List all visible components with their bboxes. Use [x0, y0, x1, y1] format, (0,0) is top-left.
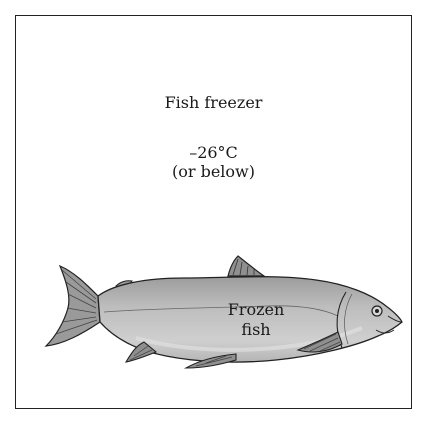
fish-illustration	[16, 16, 413, 410]
fish-label-line1: Frozen	[206, 300, 306, 320]
freezer-diagram-frame: Fish freezer –26°C (or below)	[15, 15, 412, 409]
dorsal-fin	[228, 256, 264, 276]
tail-fin	[46, 266, 100, 346]
fish-label-line2: fish	[206, 320, 306, 340]
fish-eye	[372, 306, 382, 316]
